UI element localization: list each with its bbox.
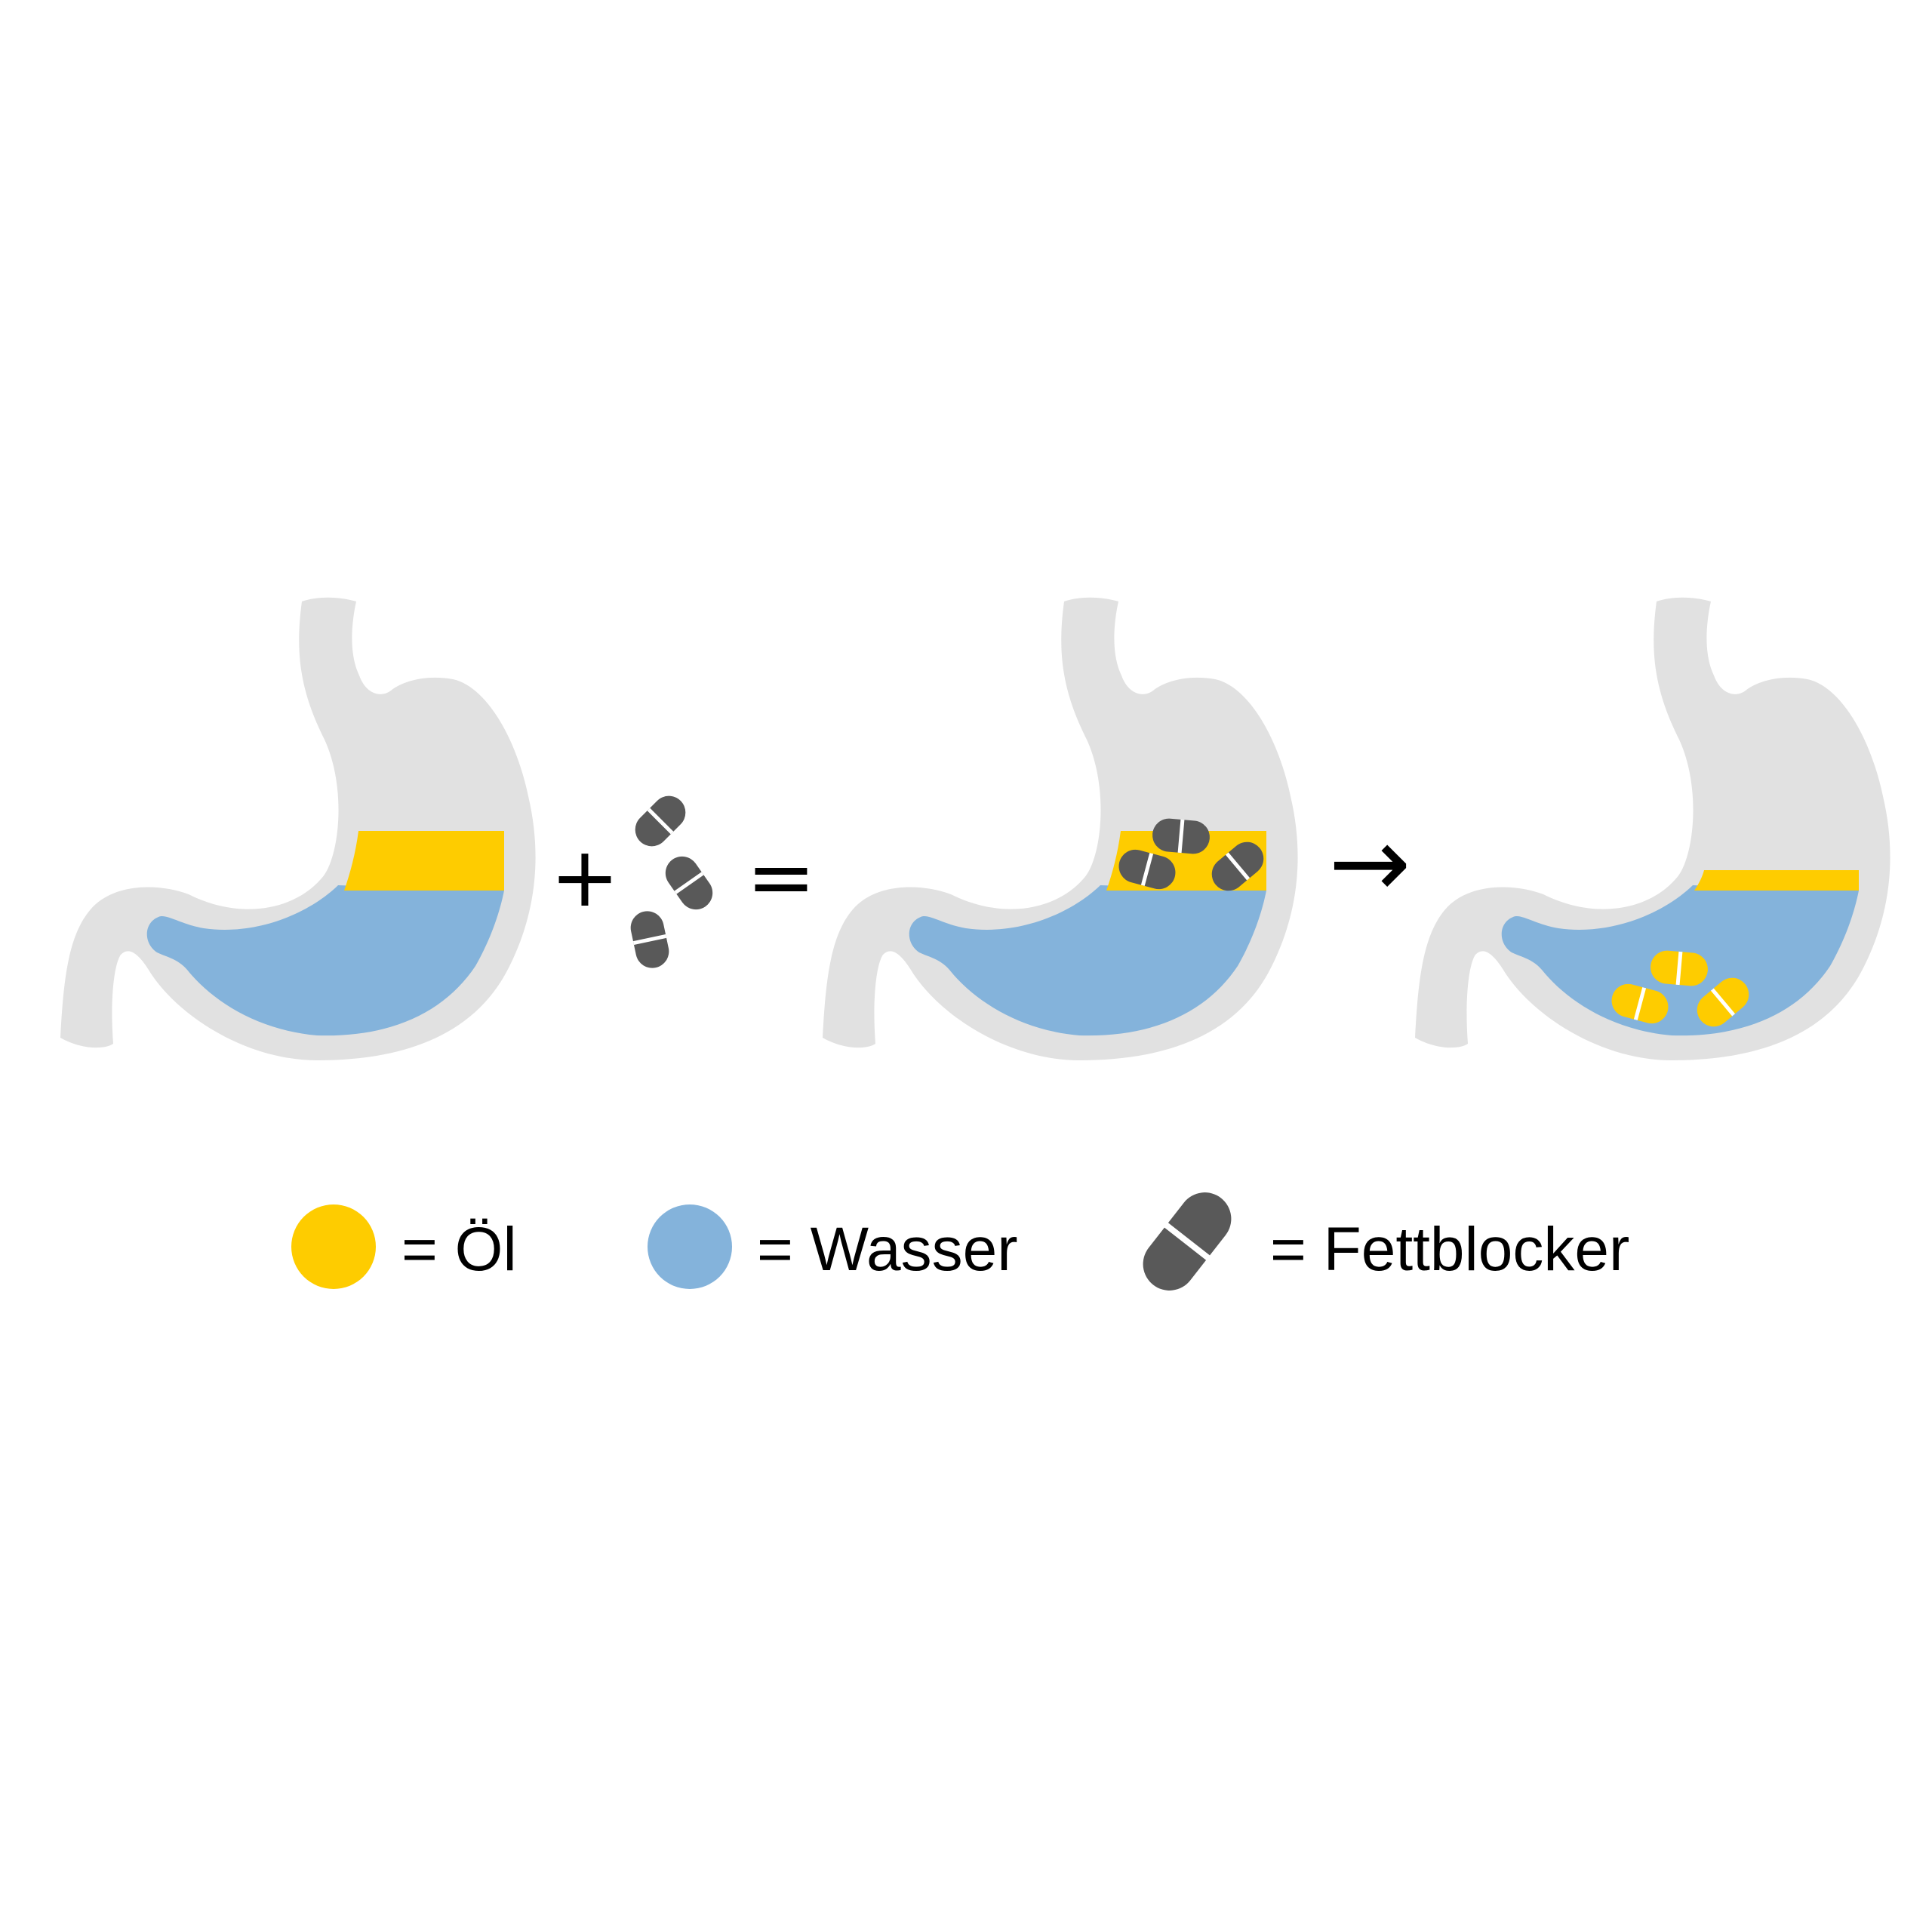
water-swatch bbox=[648, 1204, 732, 1289]
plus-sign: + bbox=[550, 829, 620, 925]
fat-blocker-pills bbox=[628, 789, 719, 971]
stomach-before bbox=[60, 597, 536, 1060]
legend: = Öl = Wasser = Fettblocker bbox=[291, 1181, 1629, 1301]
stomach-with-pills bbox=[823, 597, 1298, 1060]
oil-swatch bbox=[291, 1204, 376, 1289]
oil-layer bbox=[1694, 870, 1859, 891]
pill-icon bbox=[1132, 1181, 1243, 1301]
equals-sign: = bbox=[746, 829, 816, 925]
oil-layer bbox=[344, 831, 504, 891]
arrow-icon: → bbox=[1329, 805, 1411, 920]
legend-pill-label: = Fettblocker bbox=[1270, 1215, 1629, 1284]
pill-icon bbox=[659, 850, 719, 915]
legend-oil-label: = Öl bbox=[401, 1215, 517, 1284]
legend-water-label: = Wasser bbox=[757, 1215, 1018, 1284]
stomach-after bbox=[1415, 597, 1890, 1060]
pill-icon bbox=[629, 789, 693, 854]
pill-icon bbox=[628, 908, 672, 971]
